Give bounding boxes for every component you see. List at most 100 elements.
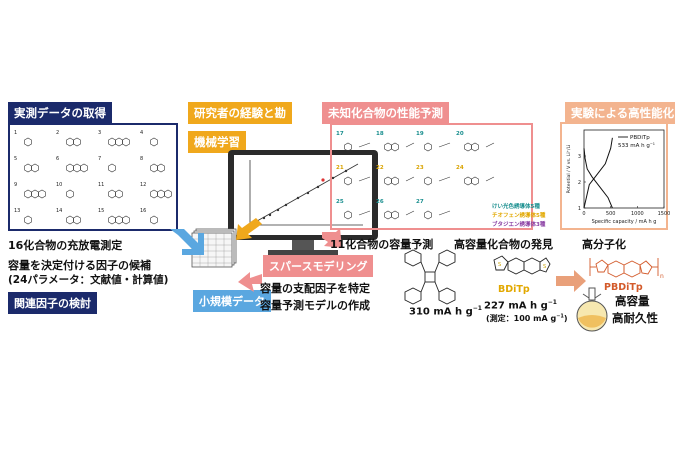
predicted-ring (464, 176, 472, 186)
candidates-text: 容量を決定付ける因子の候補 (8, 259, 151, 272)
legend-label: PBDiTp (630, 135, 650, 141)
x-tick-label: 1500 (658, 211, 671, 217)
predicted-chain (405, 210, 415, 216)
prediction-tag: 未知化合物の性能予測 (322, 102, 449, 124)
cap227-value: 227 mA h g (484, 300, 548, 312)
legend-capacity: 533 mA h g−1 (618, 142, 655, 149)
cap310-sup: −1 (472, 305, 482, 312)
y-tick-label: 1 (578, 206, 581, 212)
svg-text:S: S (498, 262, 501, 268)
compound-number: 2 (56, 130, 59, 136)
compound-ring (38, 189, 46, 199)
series-line (583, 137, 613, 209)
plot-frame (583, 129, 665, 209)
compound-ring (157, 163, 165, 173)
compound-ring (24, 215, 32, 225)
deriv1-text: けい光色誘導体5種 (492, 204, 540, 210)
compound-ring (66, 189, 74, 199)
x-axis-label: Specific capacity / mA h g (592, 219, 657, 225)
compound-ring (73, 137, 81, 147)
durability-text: 高耐久性 (612, 311, 658, 325)
predicted-ring (424, 210, 432, 220)
compound-ring (80, 163, 88, 173)
predicted-ring (344, 176, 352, 186)
compound-number: 10 (56, 182, 62, 188)
compound-number: 7 (98, 156, 101, 162)
bditp-label: BDiTp (498, 284, 530, 295)
compound-ring (150, 189, 158, 199)
compound-ring (24, 137, 32, 147)
compound-number: 4 (140, 130, 143, 136)
predicted-compound-number: 19 (416, 131, 424, 137)
measured-close-paren: ) (563, 314, 568, 323)
compound-ring (164, 189, 172, 199)
predicted-chain (485, 142, 495, 148)
compound-ring (157, 189, 165, 199)
compound-ring (66, 215, 74, 225)
compound-ring (150, 215, 158, 225)
exp-data-tag: 実測データの取得 (8, 102, 112, 124)
predicted-ring (384, 176, 392, 186)
predicted-compound-number: 26 (376, 199, 384, 205)
compound-ring (150, 163, 158, 173)
sparse-tag: スパースモデリング (263, 255, 374, 277)
predicted-ring (391, 176, 399, 186)
predicted-chain (438, 142, 451, 148)
cap310-text: 310 mA h g−1 (409, 305, 482, 317)
predicted-compound-number: 20 (456, 131, 464, 137)
predicted-chain (358, 142, 371, 148)
compound-ring (115, 137, 123, 147)
arrow-to-polymer (556, 270, 586, 292)
compound-number: 3 (98, 130, 101, 136)
predicted-compound-number: 23 (416, 165, 424, 171)
compound-ring (115, 215, 123, 225)
params-text: (24パラメータ：文献値・計算値) (8, 274, 169, 286)
arrow-to-sparse (322, 228, 342, 248)
predicted-chain (438, 210, 451, 216)
improvement-tag: 実験による高性能化 (565, 102, 675, 124)
pbditp-structure: n (589, 258, 664, 280)
compound-number: 11 (98, 182, 104, 188)
compound-ring (31, 163, 39, 173)
polymer-text: 高分子化 (582, 238, 626, 251)
compound-number: 5 (14, 156, 17, 162)
predicted-ring (391, 142, 399, 152)
measured-value: (測定：100 mA g (486, 314, 557, 323)
compound-ring (24, 163, 32, 173)
compound-ring (73, 163, 81, 173)
predicted-ring (344, 210, 352, 220)
predicted-compound-number: 21 (336, 165, 344, 171)
compound-ring (31, 189, 39, 199)
predicted-chain (438, 176, 451, 182)
arrow-sparse-in (238, 272, 262, 292)
factors-tag: 関連因子の検討 (8, 292, 97, 314)
compound-ring (108, 163, 116, 173)
x-tick-label: 0 (582, 211, 585, 217)
compound-ring (122, 215, 130, 225)
compound-ring (24, 189, 32, 199)
compound-ring (108, 189, 116, 199)
compound-number: 12 (140, 182, 146, 188)
measured-text: (測定：100 mA g−1) (486, 313, 568, 324)
predicted-chain (358, 210, 371, 216)
compound-number: 15 (98, 208, 104, 214)
monitor-illustration (228, 150, 378, 255)
svg-text:S: S (543, 264, 546, 270)
arrow-ml-down (236, 218, 262, 240)
predicted-ring (424, 176, 432, 186)
predicted-compound-number: 17 (336, 131, 344, 137)
predicted-chain (485, 176, 495, 182)
compound-310-structure (404, 249, 456, 305)
predicted-ring (344, 142, 352, 152)
measured-sup: −1 (556, 313, 564, 320)
predicted-ring (384, 142, 392, 152)
compound-ring (122, 137, 130, 147)
predicted-chain (358, 176, 371, 182)
deriv3-text: ブタジエン誘導体3種 (492, 222, 546, 228)
predicted-compound-number: 24 (456, 165, 464, 171)
deriv2-text: チオフェン誘導体5種 (492, 213, 546, 219)
identify-text: 容量の支配因子を特定 (260, 282, 370, 295)
compound-number: 14 (56, 208, 62, 214)
